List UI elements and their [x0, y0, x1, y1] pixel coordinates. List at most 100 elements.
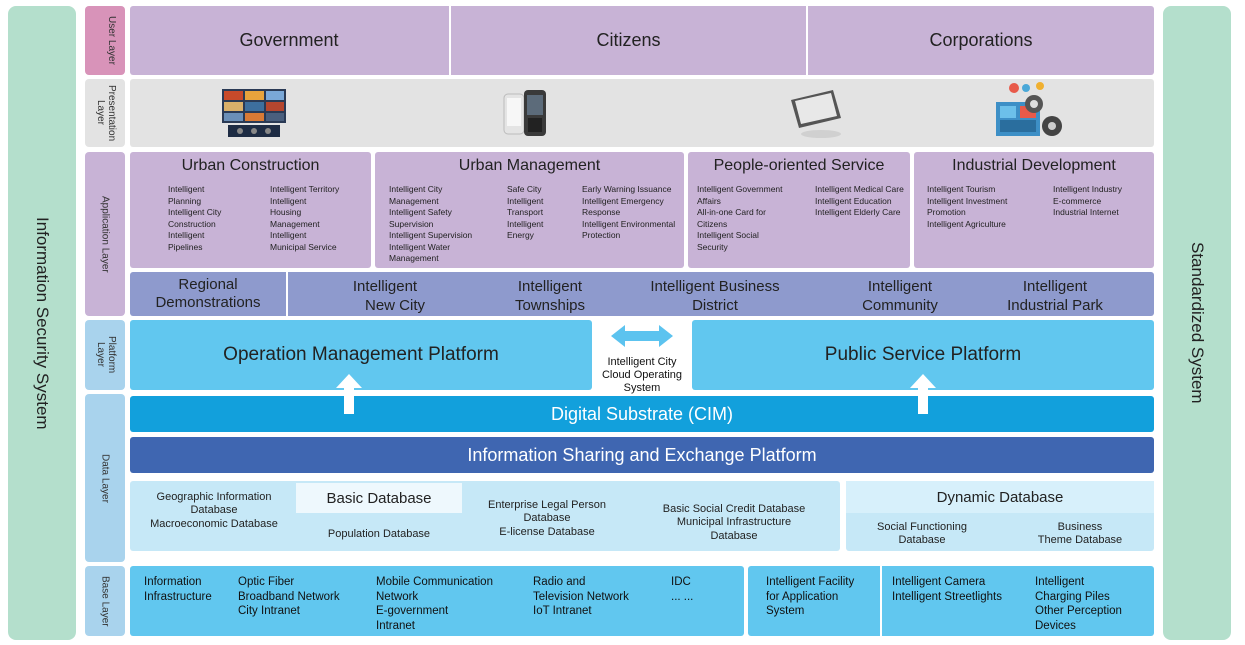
security-system-bar: Information Security System — [8, 6, 76, 640]
category-title-text: Urban Construction — [181, 157, 320, 174]
db-line: Theme Database — [1037, 534, 1123, 546]
up-arrow-icon — [910, 374, 936, 414]
app-item: Promotion — [927, 207, 966, 217]
base-line: Intelligent Facility — [766, 576, 855, 588]
cloud-os-line: Cloud Operating — [601, 368, 683, 381]
layer-label-text: Application Layer — [99, 195, 111, 273]
app-category-urban-construction — [130, 152, 371, 268]
base-info-infrastructure: Information Infrastructure — [144, 575, 234, 604]
layer-label-base: Base Layer — [85, 566, 125, 636]
app-category-title: Urban Management — [375, 155, 684, 177]
db-line: Database — [898, 534, 946, 546]
app-item: Security — [697, 241, 728, 252]
demo-line: Intelligent — [352, 278, 418, 295]
base-line: IDC — [671, 576, 691, 588]
geo-database: Geographic Information Database — [134, 489, 294, 519]
demo-line: Community — [862, 297, 938, 314]
cloud-operating-system: Intelligent City Cloud Operating System — [592, 354, 692, 396]
app-item: Intelligent Water — [389, 241, 451, 252]
dynamic-database-title: Dynamic Database — [846, 481, 1154, 513]
app-items-col: Intelligent Territory Intelligent Housin… — [270, 184, 370, 253]
divider — [449, 6, 451, 75]
up-arrow-icon — [336, 374, 362, 414]
divider — [880, 566, 882, 636]
demo-line: Demonstrations — [155, 294, 261, 311]
layer-label-text: User Layer — [106, 16, 117, 65]
social-functioning-database: Social Functioning Database — [852, 519, 992, 549]
base-line: Network — [376, 590, 419, 603]
app-items-col: Intelligent Medical Care Intelligent Edu… — [815, 184, 909, 219]
category-title-text: Urban Management — [458, 157, 601, 174]
base-line: E-government — [376, 605, 449, 617]
base-line: Intelligent Streetlights — [892, 590, 1002, 603]
app-items-col: Intelligent Industry E-commerce Industri… — [1053, 184, 1153, 219]
app-category-industrial-development — [914, 152, 1154, 268]
app-items-col: Intelligent Tourism Intelligent Investme… — [927, 184, 1047, 230]
layer-label-text: Data Layer — [99, 453, 111, 503]
base-line: Other Perception — [1035, 605, 1122, 617]
base-line: Charging Piles — [1035, 590, 1110, 603]
app-item: Energy — [507, 230, 534, 240]
app-items-col: Intelligent Government Affairs All-in-on… — [697, 184, 809, 253]
base-line: Television Network — [533, 590, 629, 603]
app-item: Intelligent Territory — [270, 184, 340, 194]
app-item: Response — [582, 207, 621, 217]
base-radio-television: Radio and Television Network IoT Intrane… — [533, 575, 653, 619]
cloud-os-line: Intelligent City — [607, 355, 677, 368]
app-item: Intelligent Education — [815, 195, 892, 206]
demo-line: Intelligent — [517, 278, 583, 295]
base-optic-fiber: Optic Fiber Broadband Network City Intra… — [238, 575, 368, 619]
population-database: Population Database — [300, 527, 458, 543]
demo-community: Intelligent Community — [850, 276, 950, 316]
base-line: Mobile Communication — [376, 576, 493, 588]
cim-label: Digital Substrate (CIM) — [550, 403, 734, 424]
app-item: Municipal Service — [270, 241, 337, 252]
demo-regional: Regional Demonstrations — [130, 272, 286, 316]
app-item: Management — [270, 218, 320, 229]
base-mobile-communication: Mobile Communication Network E-governmen… — [376, 575, 506, 633]
app-item: Intelligent Emergency — [582, 195, 664, 206]
app-item: Safe City — [507, 184, 542, 194]
information-sharing-platform: Information Sharing and Exchange Platfor… — [130, 437, 1154, 473]
base-line: Optic Fiber — [238, 576, 295, 588]
app-item: Management — [389, 253, 439, 263]
demo-townships: Intelligent Townships — [500, 276, 600, 316]
app-item: Intelligent Supervision — [389, 230, 473, 240]
user-layer-row — [130, 6, 1154, 75]
public-service-platform: Public Service Platform — [692, 320, 1154, 390]
base-line: Devices — [1035, 619, 1076, 632]
demonstrations-row — [130, 272, 1154, 316]
standardized-system-bar: Standardized System — [1163, 6, 1231, 640]
platform-label: Public Service Platform — [824, 344, 1022, 365]
basic-database-title: Basic Database — [296, 483, 462, 513]
app-item: All-in-one Card for — [697, 207, 766, 217]
app-item: Intelligent — [507, 195, 544, 206]
divider — [806, 6, 808, 75]
platform-label: Operation Management Platform — [223, 344, 499, 365]
app-category-title: People-oriented Service — [688, 155, 910, 177]
layer-label-data: Data Layer — [85, 394, 125, 562]
base-line: Intelligent Camera — [892, 576, 986, 588]
video-wall-icon — [222, 89, 286, 137]
db-line: Social Functioning — [877, 520, 967, 533]
app-item: Housing — [270, 207, 302, 217]
basic-database-block — [130, 481, 840, 551]
app-items-col: Intelligent Planning Intelligent City Co… — [168, 184, 264, 253]
base-line: ... ... — [671, 590, 694, 603]
demo-line: New City — [364, 297, 425, 314]
layer-label-text: Platform Layer — [95, 336, 117, 374]
app-category-title: Urban Construction — [130, 155, 371, 177]
app-item: Intelligent City — [389, 184, 443, 194]
app-item: Intelligent — [507, 218, 544, 229]
base-line: Information — [144, 576, 202, 588]
macro-database: Macroeconomic Database — [134, 517, 294, 533]
app-items-col: Early Warning Issuance Intelligent Emerg… — [582, 184, 682, 242]
app-item: Supervision — [389, 218, 434, 229]
app-item: Industrial Internet — [1053, 207, 1119, 217]
layer-label-application: Application Layer — [85, 152, 125, 316]
app-item: Construction — [168, 218, 216, 229]
demo-business-district: Intelligent Business District — [640, 276, 790, 316]
base-line: Radio and — [533, 576, 586, 588]
app-item: Affairs — [697, 195, 721, 206]
presentation-row — [130, 79, 1154, 147]
